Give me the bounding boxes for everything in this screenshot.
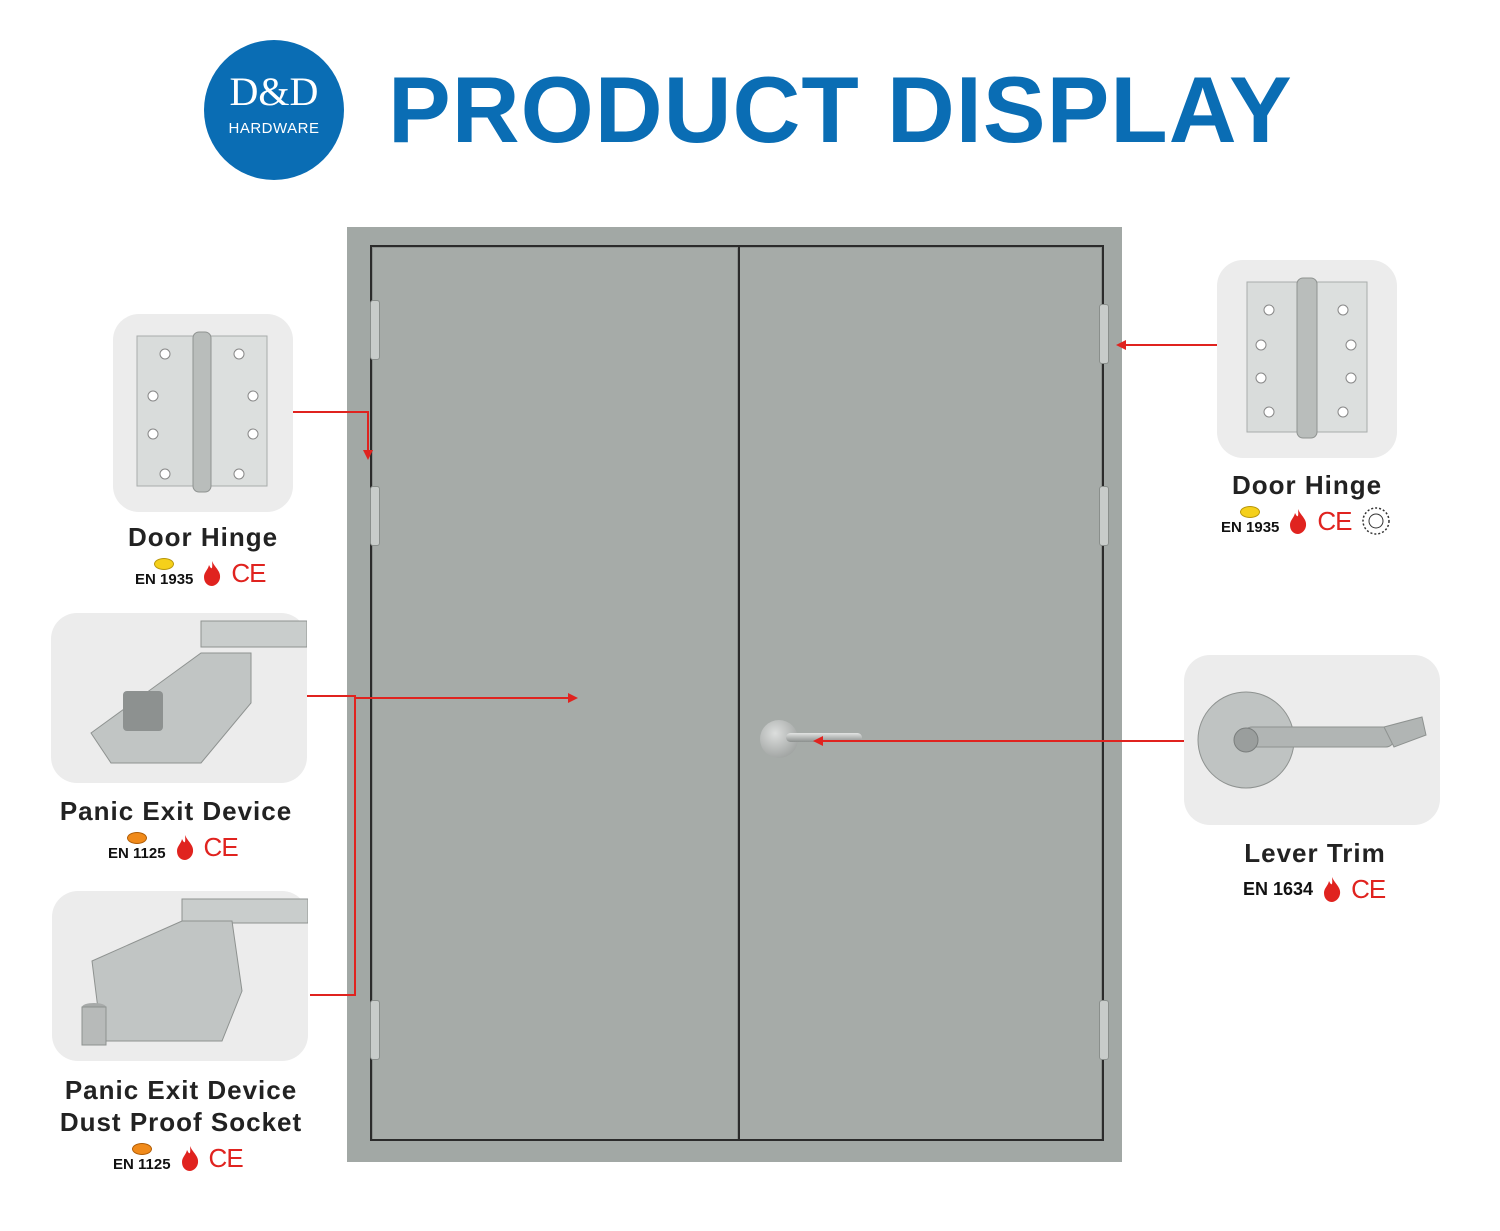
door-hinge-knuckle-left-middle — [370, 486, 380, 546]
ce-mark: CE — [231, 558, 266, 588]
door-hinge-knuckle-right-bottom — [1099, 1000, 1109, 1060]
standard-badge: EN 1935 — [1221, 506, 1279, 536]
door-edge-bottom — [370, 1139, 1104, 1141]
standard-disk-icon — [126, 832, 147, 844]
panic-exit-socket-image — [81, 898, 309, 1046]
fire-icon — [1324, 877, 1341, 902]
door-hinge-image — [136, 331, 268, 493]
panic-exit-name: Panic Exit Device — [59, 796, 293, 826]
ce-mark: CE — [1351, 874, 1386, 904]
panic-socket-certifications: EN 1125 CE — [113, 1143, 244, 1173]
fire-icon — [181, 1146, 198, 1171]
logo-brand-text: D&D — [229, 69, 319, 114]
door-lever-handle — [786, 733, 862, 742]
ce-mark: CE — [208, 1143, 244, 1173]
standard-badge: EN 1935 — [135, 558, 193, 588]
lever-trim-name: Lever Trim — [1244, 838, 1386, 868]
fire-icon — [176, 835, 193, 860]
door-leaf-right — [739, 247, 1102, 1140]
hinge-right-card — [1217, 260, 1397, 458]
panic-socket-name-line1: Panic Exit Device — [64, 1075, 298, 1105]
panic-exit-card — [51, 613, 308, 783]
ce-mark: CE — [1317, 506, 1352, 536]
hinge-left-certifications: EN 1935 CE — [135, 558, 267, 588]
door-leaf-left — [372, 247, 738, 1140]
hinge-right-name: Door Hinge — [1231, 470, 1383, 500]
standard-badge: EN 1125 — [113, 1143, 171, 1173]
door-edge-right — [1102, 245, 1104, 1141]
door-hinge-knuckle-left-bottom — [370, 1000, 380, 1060]
door-hinge-image — [1246, 277, 1368, 439]
page-title: PRODUCT DISPLAY — [388, 57, 1293, 162]
arrow-panic-exit — [307, 695, 356, 996]
brand-logo: D&D HARDWARE — [204, 40, 344, 180]
door-edge-left — [370, 245, 372, 1141]
lever-trim-image — [1197, 691, 1427, 789]
fire-icon — [204, 561, 221, 586]
door-hinge-knuckle-right-top — [1099, 304, 1109, 364]
arrow-hinge-left — [293, 411, 373, 460]
standard-badge: EN 1125 — [108, 832, 166, 862]
lever-trim-certifications: EN 1634 CE — [1243, 874, 1386, 904]
door-edge-top — [370, 245, 1104, 247]
ce-mark: CE — [203, 832, 239, 862]
hinge-right-certifications: EN 1935 CE — [1221, 505, 1392, 537]
hinge-left-name: Door Hinge — [127, 522, 279, 552]
panic-socket-card — [52, 891, 309, 1061]
panic-exit-device-image — [90, 620, 308, 764]
logo-sub-text: HARDWARE — [228, 120, 320, 137]
door-hinge-knuckle-right-middle — [1099, 486, 1109, 546]
standard-disk-icon — [131, 1143, 152, 1155]
standard-badge: EN 1634 — [1243, 878, 1314, 899]
panic-socket-name-line2: Dust Proof Socket — [59, 1107, 303, 1137]
standard-disk-icon — [1240, 506, 1261, 518]
lever-trim-card — [1184, 655, 1440, 825]
panic-exit-certifications: EN 1125 CE — [108, 832, 239, 862]
fire-icon — [1290, 509, 1307, 534]
cycles-tested-badge-icon — [1361, 507, 1390, 535]
door-meeting-stile — [738, 245, 740, 1141]
standard-disk-icon — [154, 558, 175, 570]
door-hinge-knuckle-left-top — [370, 300, 380, 360]
hinge-left-card — [113, 314, 293, 512]
